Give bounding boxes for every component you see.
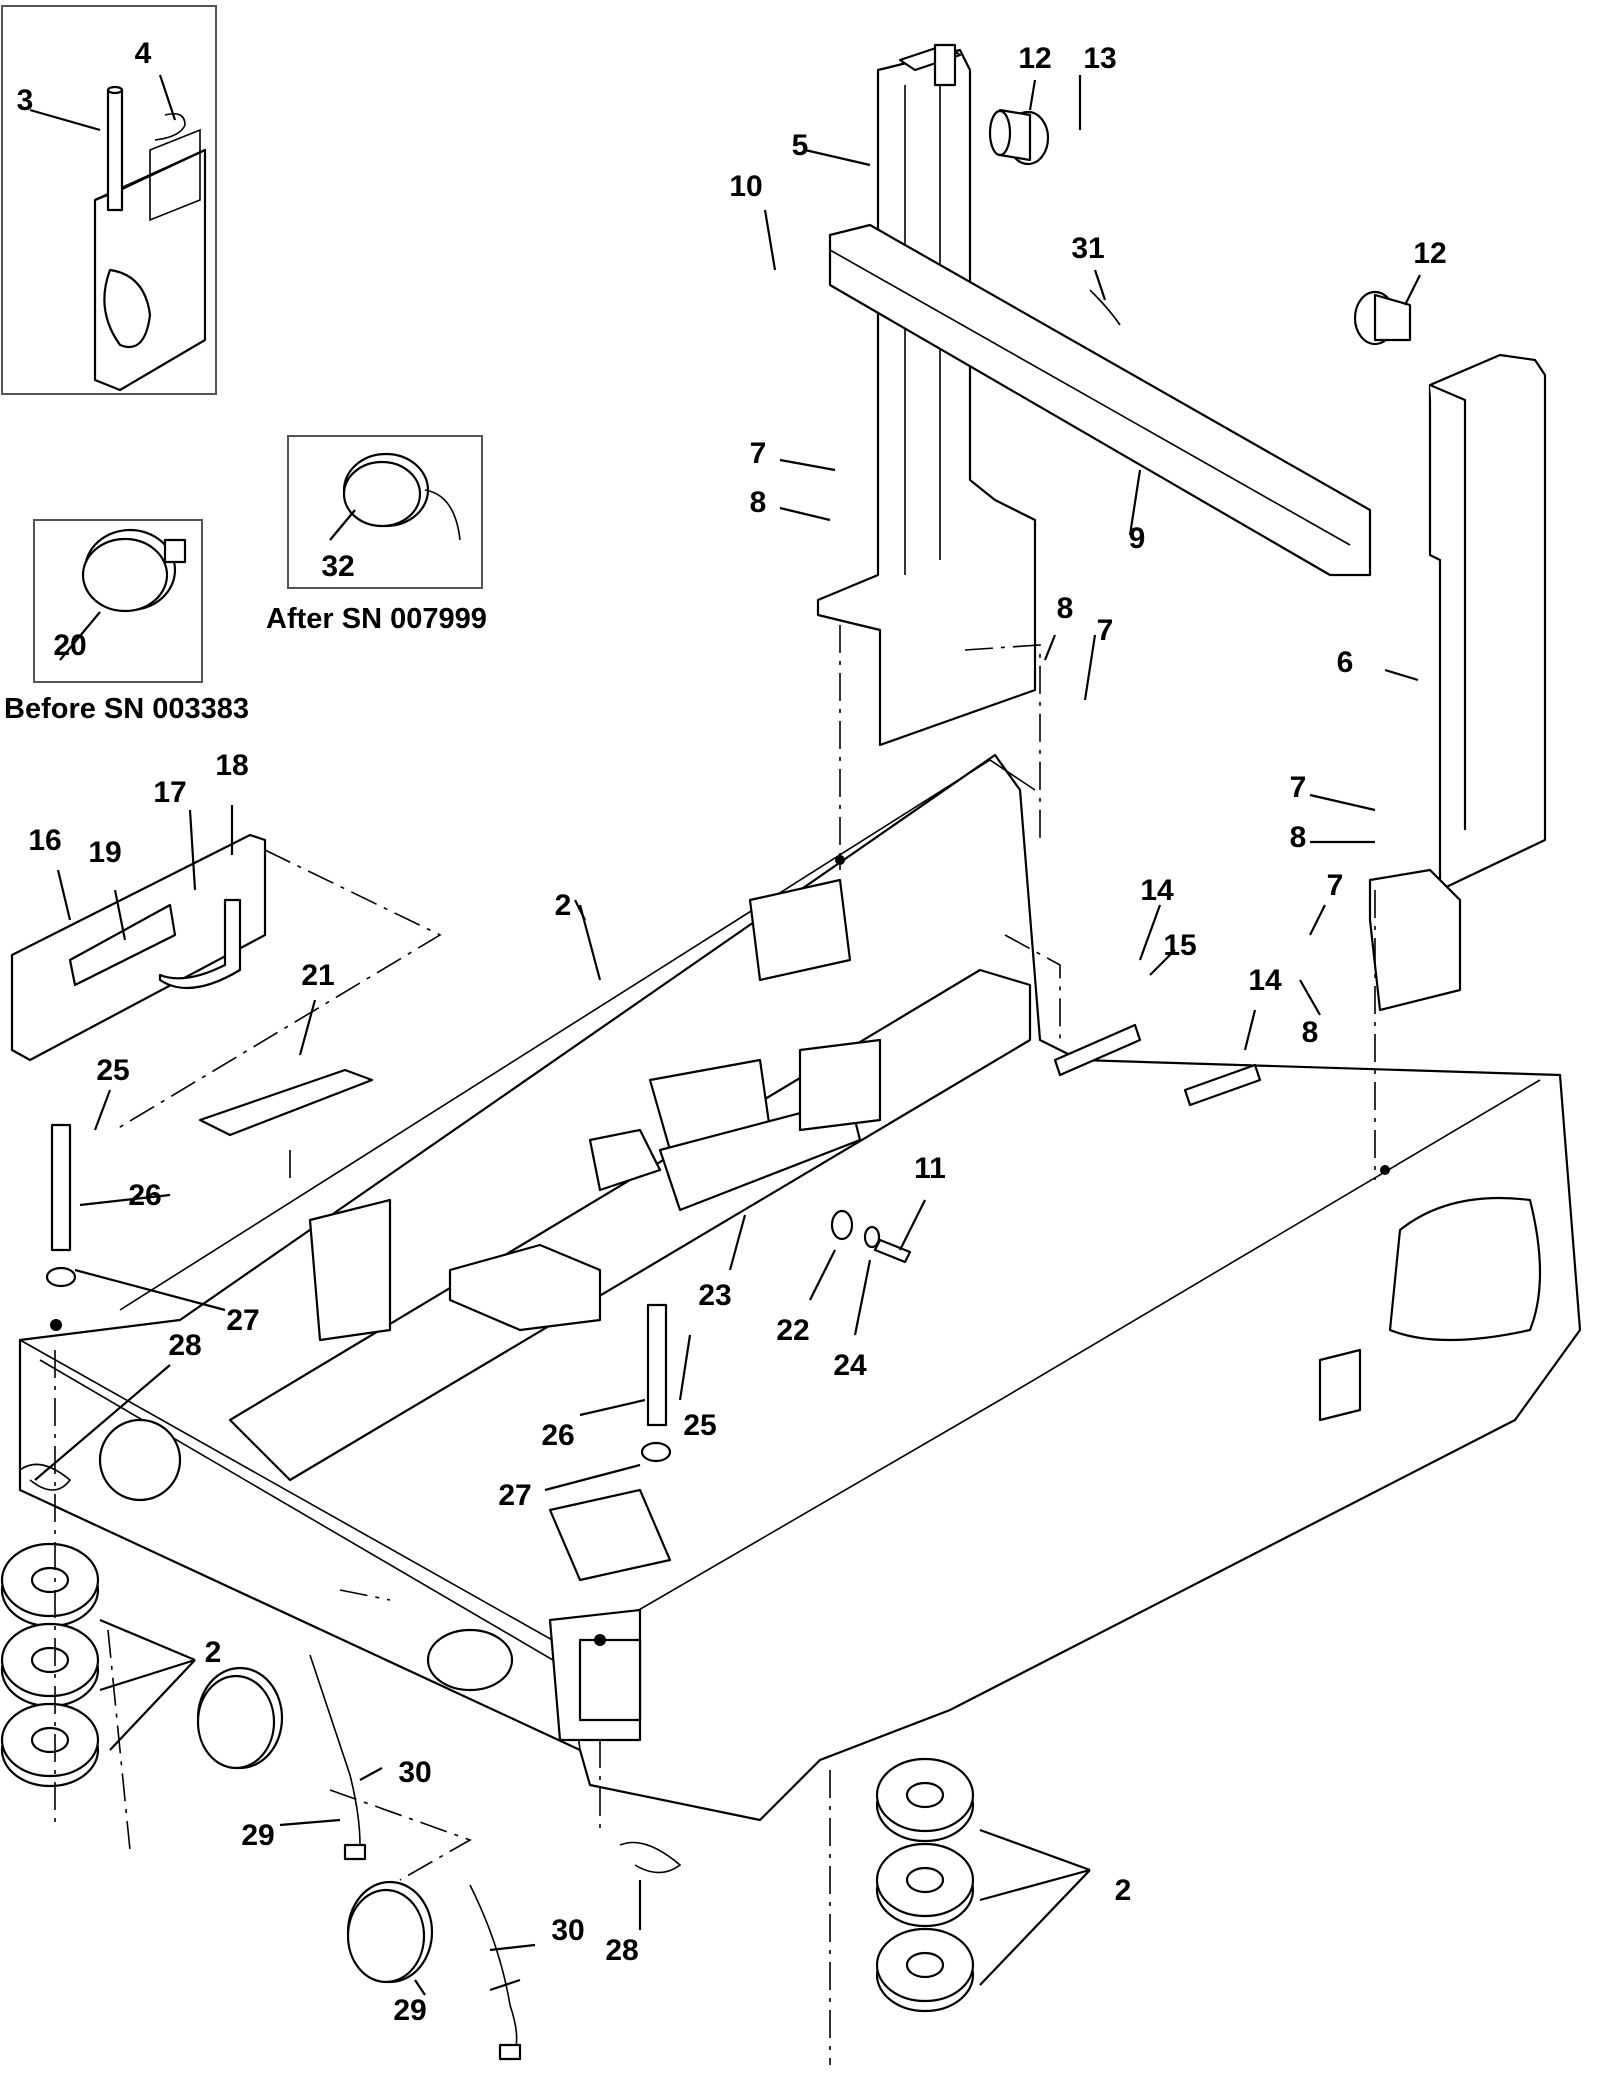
callout-29: 29 [393,1994,426,2027]
callout-numbers: 2 2 2 3456777788889101112121314141516171… [17,37,1447,2027]
tie-strap-31 [1089,289,1121,326]
callout-15: 15 [1163,929,1196,962]
callout-9: 9 [1129,522,1146,555]
callout-leaders [29,74,1421,1996]
work-light-upper [196,1654,367,1861]
callout-13: 13 [1083,42,1116,75]
left-step-bracket [10,833,267,1062]
callout-17: 17 [153,776,186,809]
callout-8: 8 [1290,821,1307,854]
callout-23: 23 [698,1279,731,1312]
work-light-lower [346,1880,522,2061]
callout-25: 25 [683,1409,716,1442]
callout-28: 28 [168,1329,201,1362]
callout-26: 26 [128,1179,161,1212]
callout-12: 12 [1413,237,1446,270]
inset-light-before [33,519,203,683]
callout-27: 27 [498,1479,531,1512]
hardware-11-24 [830,1209,912,1264]
callout-14: 14 [1248,964,1282,997]
hitch-pin-left [45,1123,77,1288]
callout-27: 27 [226,1304,259,1337]
callout-6: 6 [1337,646,1354,679]
callout-24: 24 [833,1349,867,1382]
callout-31: 31 [1071,232,1104,265]
caster-wheels-right [875,1757,975,2013]
callout-5: 5 [792,129,809,162]
callout-14: 14 [1140,874,1174,907]
caster-wheels-left [0,1542,100,1788]
callout-2-left: 2 [205,1636,222,1669]
spacer-tube-upper [988,108,1050,166]
callout-16: 16 [28,824,61,857]
callout-20: 20 [53,629,86,662]
callout-19: 19 [88,836,121,869]
callout-8: 8 [1302,1016,1319,1049]
callout-8: 8 [1057,592,1074,625]
callout-1: 2 [555,889,572,922]
callout-30: 30 [551,1914,584,1947]
callout-29: 29 [241,1819,274,1852]
callout-2-right: 2 [1115,1874,1132,1907]
assembly-center-lines [54,625,1376,2065]
caption-after-sn: After SN 007999 [266,603,487,635]
caption-before-sn: Before SN 003383 [4,693,249,725]
callout-32: 32 [321,550,354,583]
hair-pin-28 [19,1463,682,1874]
right-upright-post [1353,290,1547,1012]
wear-pad-14-right [1183,1063,1262,1107]
callout-30: 30 [398,1756,431,1789]
main-frame [18,753,1582,1822]
wear-pad-14-left [1053,1023,1142,1077]
callout-26: 26 [541,1419,574,1452]
callout-7: 7 [1290,771,1307,804]
callout-18: 18 [215,749,248,782]
callout-3: 3 [17,84,34,117]
callout-10: 10 [729,170,762,203]
callout-4: 4 [135,37,152,70]
callout-11: 11 [914,1152,946,1185]
left-upright-post [816,43,1037,747]
cross-tube [828,223,1372,577]
callout-22: 22 [776,1314,809,1347]
callout-21: 21 [301,959,334,992]
callout-7: 7 [750,437,767,470]
inset-pin-detail [1,5,217,395]
callout-7: 7 [1097,614,1114,647]
inset-light-after [287,435,483,589]
callout-12: 12 [1018,42,1051,75]
hitch-pin-center [640,1303,672,1463]
callout-8: 8 [750,486,767,519]
callout-25: 25 [96,1054,129,1087]
callout-7: 7 [1327,869,1344,902]
callout-28: 28 [605,1934,638,1967]
step-plate [198,1068,374,1137]
